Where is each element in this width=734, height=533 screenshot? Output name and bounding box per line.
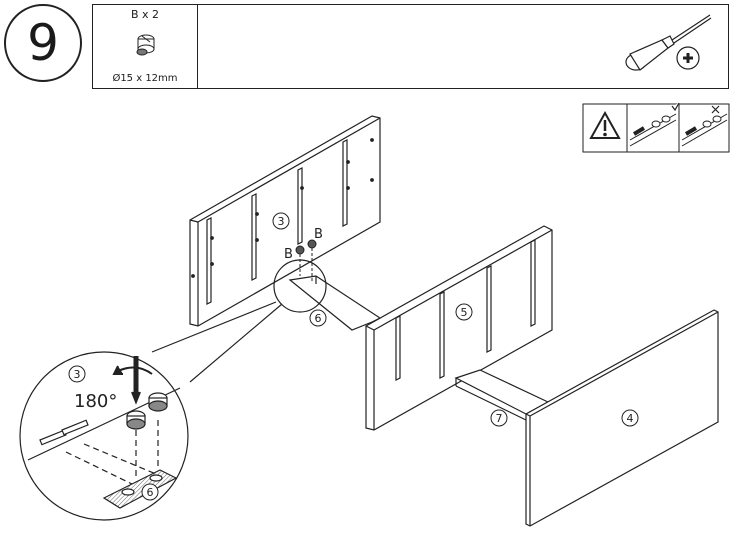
callout-circle-4 bbox=[621, 409, 639, 427]
detail-view bbox=[19, 351, 189, 521]
callout-circle-5 bbox=[455, 303, 473, 321]
step-number: 9 bbox=[27, 14, 59, 72]
step-number-circle: 9 bbox=[4, 4, 82, 82]
part-b-size: Ø15 x 12mm bbox=[112, 73, 178, 84]
magnifier-ring bbox=[151, 259, 327, 383]
cam-label-b-right: B bbox=[314, 227, 323, 242]
detail-callout-panel-3: 3 bbox=[74, 368, 81, 381]
part-b-quantity: B x 2 bbox=[130, 8, 160, 21]
cam-lock-b-inserts bbox=[295, 239, 317, 282]
callout-panel-5: 5 bbox=[461, 306, 468, 319]
callout-circle-6 bbox=[309, 309, 327, 327]
cam-lock-icon bbox=[136, 34, 155, 56]
parts-box bbox=[92, 4, 729, 89]
callout-circle-3 bbox=[272, 212, 290, 230]
cam-label-b-left: B bbox=[284, 247, 293, 262]
callout-circle-7 bbox=[490, 409, 508, 427]
callout-panel-7: 7 bbox=[496, 412, 503, 425]
callout-panel-6: 6 bbox=[315, 312, 322, 325]
warning-strip bbox=[582, 102, 730, 153]
callout-panel-4: 4 bbox=[627, 412, 634, 425]
detail-callout-circle-3 bbox=[68, 365, 86, 383]
panel-5 bbox=[365, 225, 553, 431]
panel-6 bbox=[288, 275, 382, 331]
detail-callout-panel-6: 6 bbox=[147, 486, 154, 499]
rotation-arrow-icon bbox=[112, 356, 153, 405]
callout-panel-3: 3 bbox=[278, 215, 285, 228]
rotation-label: 180° bbox=[74, 391, 117, 412]
part-cell-b bbox=[92, 4, 198, 89]
detail-callout-circle-6 bbox=[141, 483, 159, 501]
phillips-screwdriver-icon bbox=[625, 14, 712, 71]
